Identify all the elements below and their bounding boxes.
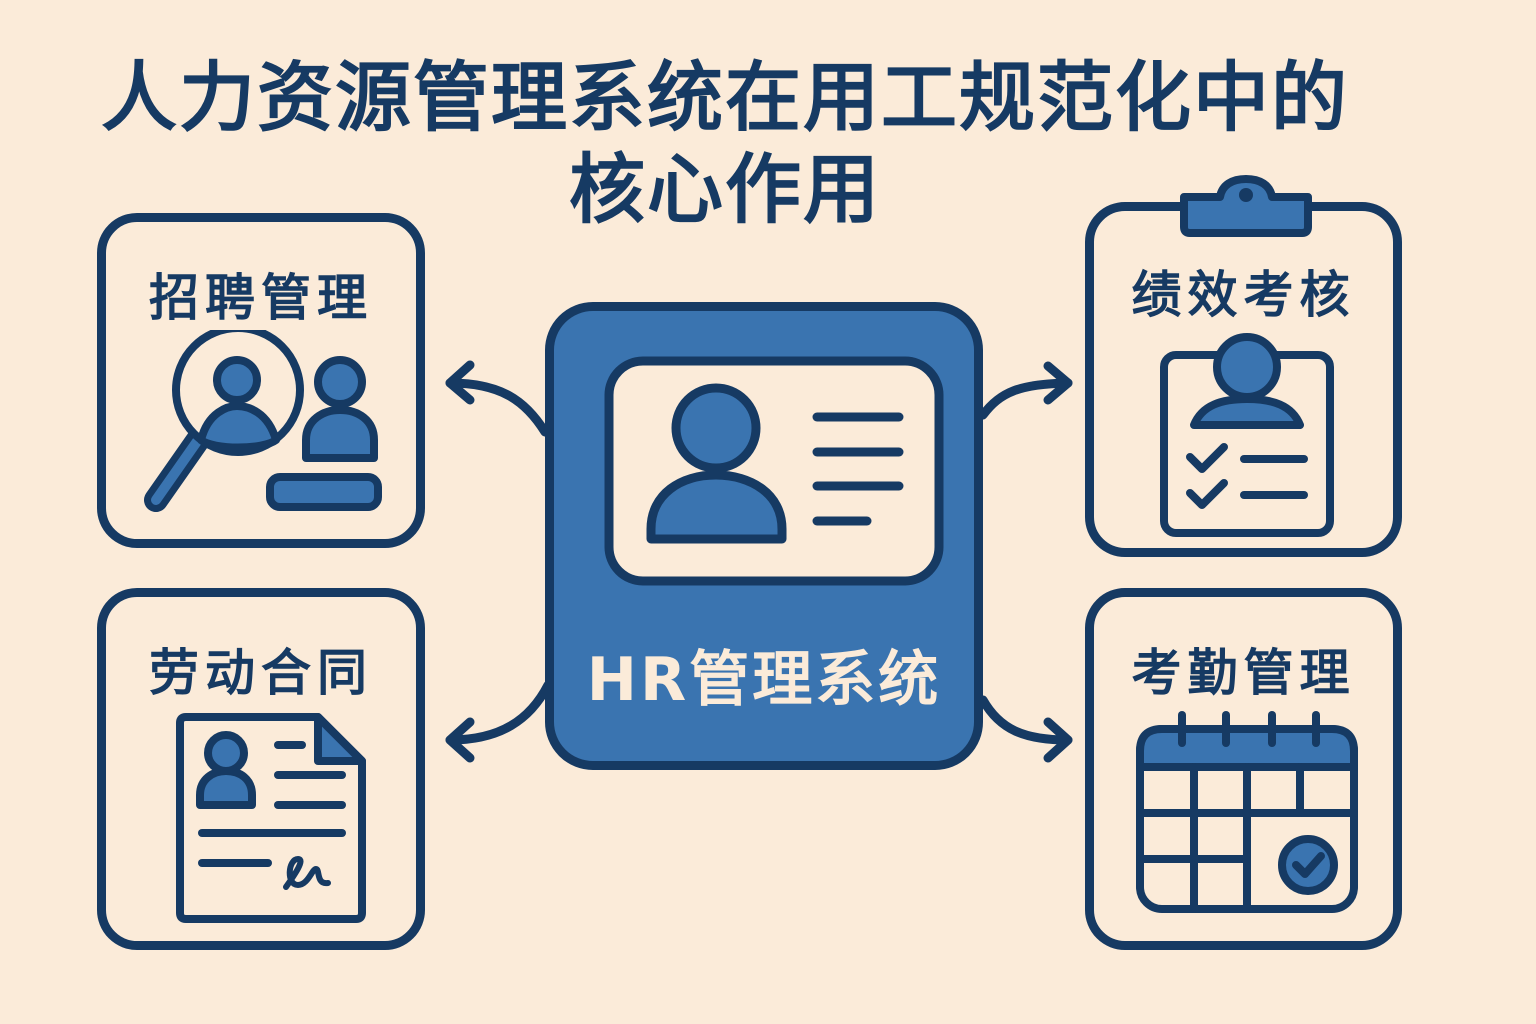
module-card-contract[interactable]: 劳动合同	[97, 588, 425, 950]
hr-system-label: HR管理系统	[586, 645, 942, 715]
recruitment-search-icon	[144, 330, 382, 512]
id-card-icon	[604, 356, 944, 586]
calendar-check-icon	[1136, 711, 1358, 913]
module-label-attendance: 考勤管理	[1131, 644, 1356, 702]
arrow-to-contract-icon	[445, 680, 553, 763]
arrow-to-attendance-icon	[978, 695, 1073, 763]
clipboard-checklist-icon	[1160, 333, 1334, 537]
title-line-1: 人力资源管理系统在用工规范化中的	[101, 53, 1349, 142]
module-label-performance: 绩效考核	[1131, 266, 1356, 324]
arrow-to-recruitment-icon	[445, 360, 550, 437]
module-label-recruitment: 招聘管理	[149, 269, 373, 327]
hr-system-center-node[interactable]: HR管理系统	[545, 302, 983, 770]
module-card-attendance[interactable]: 考勤管理	[1085, 588, 1402, 950]
contract-document-icon	[176, 713, 366, 923]
arrow-to-performance-icon	[978, 361, 1073, 420]
module-label-contract: 劳动合同	[149, 644, 373, 702]
title-line-2: 核心作用	[569, 145, 881, 234]
module-card-recruitment[interactable]: 招聘管理	[97, 213, 425, 548]
clipboard-clip-icon	[1180, 175, 1312, 237]
diagram-title: 人力资源管理系统在用工规范化中的 核心作用	[40, 52, 1410, 236]
module-card-performance[interactable]: 绩效考核	[1085, 175, 1402, 557]
